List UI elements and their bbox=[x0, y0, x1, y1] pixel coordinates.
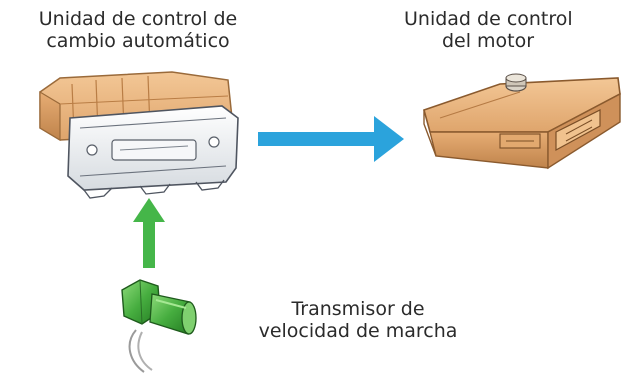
sensor-label-line1: Transmisor de bbox=[291, 298, 425, 320]
tcu-label-line2: cambio automático bbox=[46, 30, 230, 52]
sensor-label: Transmisor de velocidad de marcha bbox=[258, 298, 458, 342]
ecu-label: Unidad de control del motor bbox=[404, 8, 573, 52]
ecu-label-line2: del motor bbox=[441, 30, 535, 52]
sensor-label-line2: velocidad de marcha bbox=[258, 320, 458, 342]
engine-control-unit-icon bbox=[423, 73, 621, 170]
speed-sensor-icon bbox=[121, 279, 197, 373]
signal-arrow-blue bbox=[258, 116, 404, 162]
tcu-label-line1: Unidad de control de bbox=[38, 8, 238, 30]
ecu-label-line1: Unidad de control bbox=[404, 8, 573, 30]
transmission-control-unit-icon bbox=[39, 71, 239, 199]
signal-arrow-green bbox=[133, 198, 165, 268]
tcu-label: Unidad de control de cambio automático bbox=[18, 8, 258, 52]
